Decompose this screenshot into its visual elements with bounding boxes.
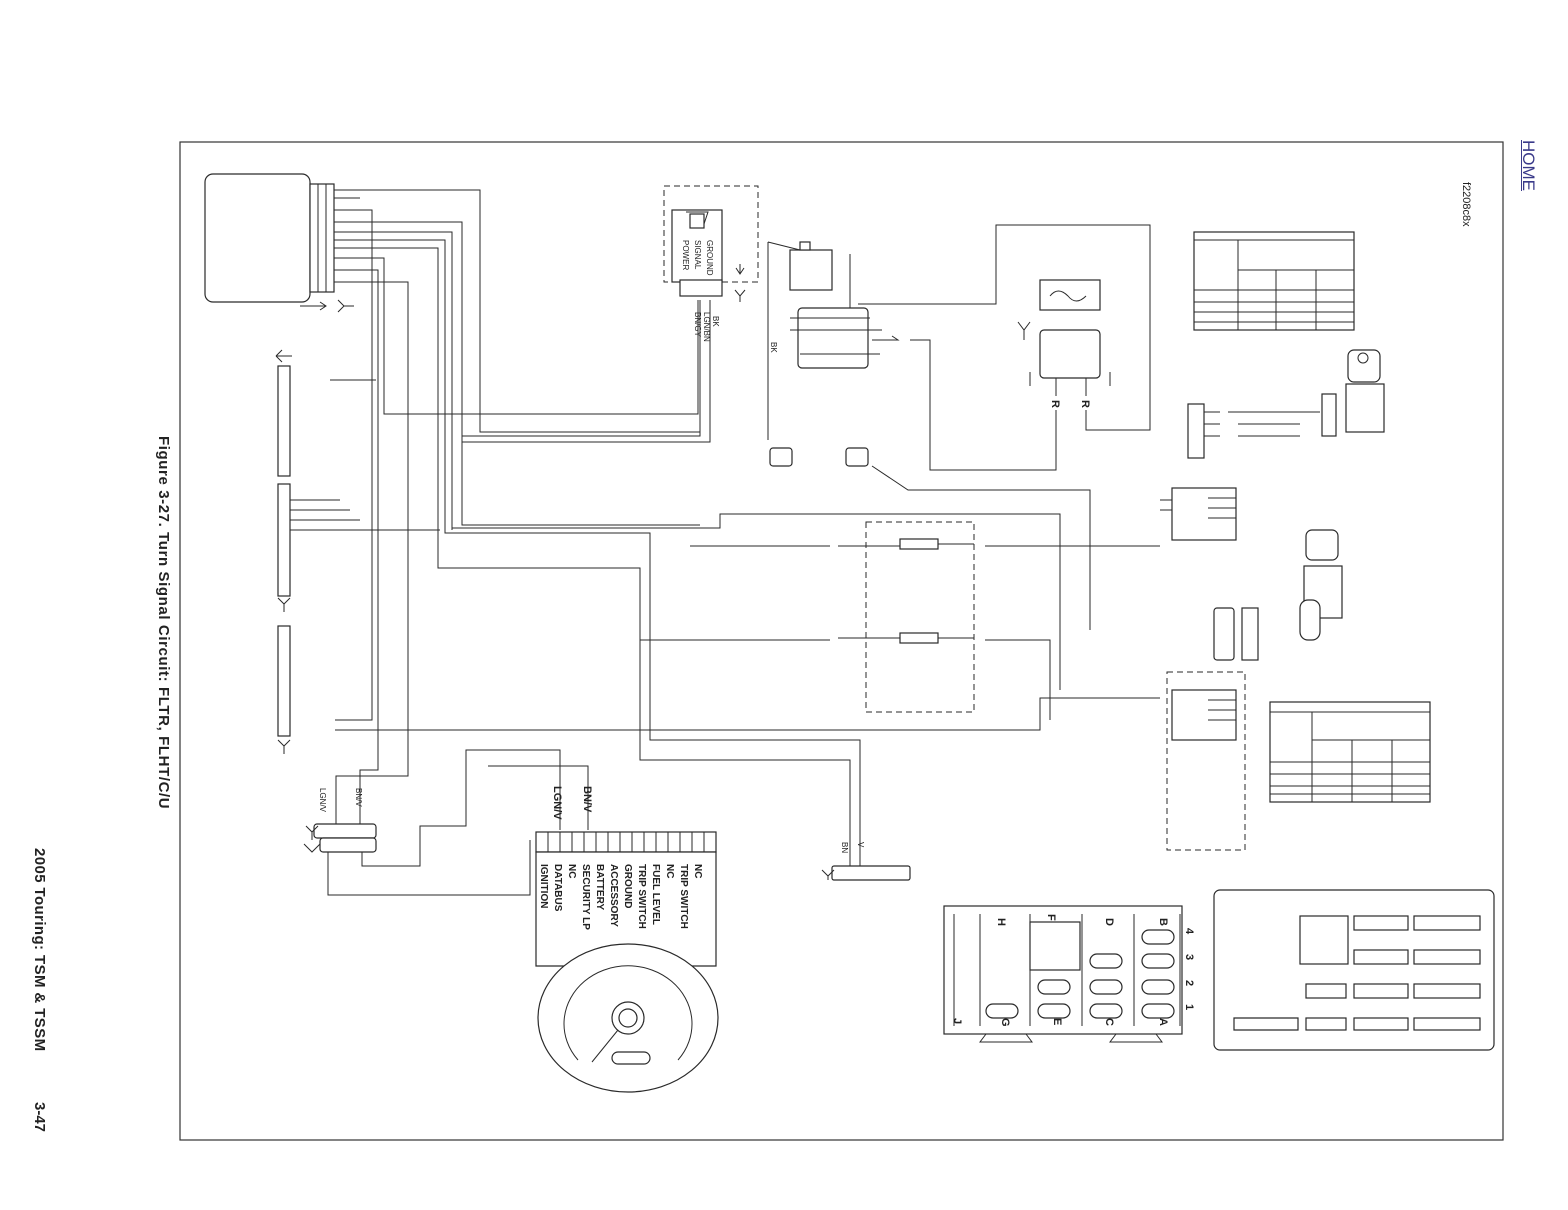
module-pin-ground: GROUND <box>705 240 714 276</box>
battery-starter: BK <box>767 224 1151 630</box>
page-number: 3-47 <box>31 1102 48 1133</box>
fuse-col-j: J <box>951 1018 963 1024</box>
gauge-pin-3: NC <box>566 864 577 878</box>
connector-wire-bnv: BN/V <box>354 788 363 807</box>
key-panel <box>1213 889 1495 1051</box>
gauge-pin-2: DATABUS <box>552 864 563 912</box>
relay-terminal-1: R <box>1049 400 1061 408</box>
fuse-panel: 4 3 2 1 B D F H A C E G J <box>943 905 1195 1043</box>
module-box: POWER SIGNAL GROUND BN/GY LGN/BN BK <box>663 185 759 342</box>
right-hand-controls <box>1160 349 1385 851</box>
legend-table-upper <box>1193 231 1355 331</box>
gauge-pin-11: TRIP SWITCH <box>678 864 689 929</box>
module-wire-bngy: BN/GY <box>693 312 702 338</box>
gauge-input-lgnv: LGN/V <box>551 786 563 820</box>
fuse-col-c: C <box>1103 1018 1115 1026</box>
legend-table-lower <box>1269 701 1431 803</box>
relay-terminal-2: R <box>1079 400 1091 408</box>
fuse-col-d: D <box>1103 918 1115 926</box>
gauge-pin-5: BATTERY <box>594 864 605 910</box>
fuse-col-a: A <box>1157 1018 1169 1026</box>
drawing-id: f2208c8x <box>1460 182 1472 227</box>
module-wire-lgnbn: LGN/BN <box>702 312 711 342</box>
fuse-col-b: B <box>1157 918 1169 926</box>
gauge: LGN/V BN/V IGNITION DATABUS NC SECURITY … <box>535 786 719 1093</box>
module-wire-bk: BK <box>711 316 720 327</box>
diagram-frame <box>179 141 1504 1141</box>
fuse-col-e: E <box>1051 1018 1063 1025</box>
left-connectors <box>275 349 292 754</box>
figure-caption: Figure 3-27. Turn Signal Circuit: FLTR, … <box>155 436 172 810</box>
fuse-row-4: 4 <box>1183 928 1195 935</box>
fuse-row-1: 1 <box>1183 1004 1195 1010</box>
fuse-holder <box>838 521 975 713</box>
gauge-connector: LGN/V BN/V <box>303 749 589 896</box>
gauge-pin-4: SECURITY LP <box>580 864 591 930</box>
lower-wire-bn: BN <box>840 842 849 853</box>
module-pin-signal: SIGNAL <box>693 240 702 270</box>
connector-wire-lgnv: LGN/V <box>318 788 327 813</box>
gauge-pin-9: FUEL LEVEL <box>650 864 661 925</box>
gauge-pin-7: GROUND <box>622 864 633 908</box>
gauge-pin-8: TRIP SWITCH <box>636 864 647 929</box>
relay: R R <box>1017 279 1111 408</box>
fuse-col-h: H <box>995 918 1007 926</box>
fuse-row-3: 3 <box>1183 954 1195 960</box>
lower-wire-v: V <box>856 842 865 848</box>
battery-wire-bk: BK <box>769 342 778 353</box>
harness-wires <box>290 189 1160 870</box>
fuse-col-g: G <box>999 1018 1011 1027</box>
module-pin-power: POWER <box>681 240 690 270</box>
home-link[interactable]: HOME <box>1519 140 1538 191</box>
fuse-col-f: F <box>1045 914 1057 921</box>
instrument-unit <box>204 173 354 313</box>
gauge-pin-6: ACCESSORY <box>608 864 619 927</box>
gauge-input-bnv: BN/V <box>581 786 593 813</box>
footer-title: 2005 Touring: TSM & TSSM <box>31 848 48 1052</box>
gauge-pin-1: IGNITION <box>538 864 549 908</box>
gauge-pin-12: NC <box>692 864 703 878</box>
gauge-pin-10: NC <box>664 864 675 878</box>
fuse-row-2: 2 <box>1183 980 1195 986</box>
lower-connector: BN V <box>821 842 911 881</box>
